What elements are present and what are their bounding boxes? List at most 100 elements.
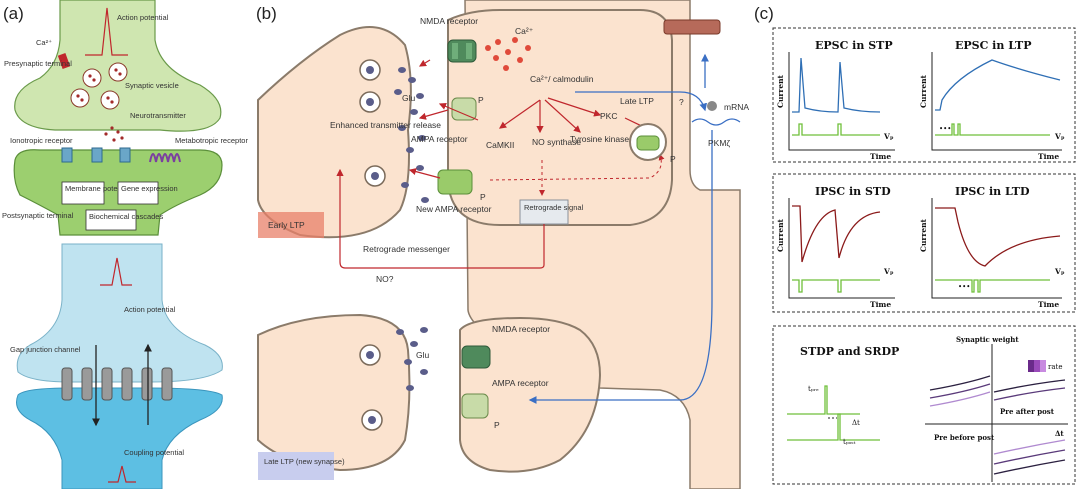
ltd-curve-3 xyxy=(993,459,1066,475)
delta-t-label-1: Δt xyxy=(852,419,860,427)
internalized-ampa xyxy=(636,135,660,151)
synaptic-weight-label: Synaptic weight xyxy=(956,335,1019,344)
metabotropic-receptor xyxy=(149,153,181,163)
retrograde-messenger-label: Retrograde messenger xyxy=(363,244,450,254)
epsc-stp-xlabel: Time xyxy=(870,152,891,161)
new-ampa-receptor-top xyxy=(437,169,473,195)
question-label: ? xyxy=(679,97,684,107)
epsc-stp-axes xyxy=(788,52,895,151)
ionotropic-receptor-label: Ionotropic receptor xyxy=(10,136,73,145)
nmda-receptor-top xyxy=(447,39,477,63)
action-potential-label-2: Action potential xyxy=(124,305,176,314)
retrograde-signal-box xyxy=(519,199,569,225)
late-ltp-new-box xyxy=(258,452,334,480)
rate-legend xyxy=(1028,360,1046,372)
spine-top xyxy=(447,9,673,226)
retrograde-messenger-arrow xyxy=(336,168,545,269)
ipsc-std-xlabel: Time xyxy=(870,300,891,309)
ipsc-std-trace xyxy=(792,205,881,263)
ca-label: Ca²⁺ xyxy=(36,38,52,47)
neurotransmitter-label: Neurotransmitter xyxy=(130,111,186,120)
gap-junction-channels xyxy=(61,367,173,401)
membrane-potential-label: Membrane potential xyxy=(65,184,132,193)
membrane-potential-box xyxy=(61,181,105,205)
mrna-strand xyxy=(691,118,741,126)
late-ltp-new-label: Late LTP (new synapse) xyxy=(264,457,345,466)
synaptic-vesicle-label: Synaptic vesicle xyxy=(125,81,179,90)
ampa-receptor-bottom xyxy=(461,393,489,419)
epsc-stp-vp: Vₚ xyxy=(883,132,894,141)
action-potential-spike-2 xyxy=(100,257,132,286)
camkii-label: CaMKII xyxy=(486,140,514,150)
ltp-curve-5 xyxy=(993,387,1066,401)
epsc-ltp-dots: ••• xyxy=(939,125,951,133)
ltp-curve-2 xyxy=(929,383,991,399)
postsynaptic-terminal-label: Postsynaptic terminal xyxy=(2,211,74,220)
late-ltp-label: Late LTP xyxy=(620,96,654,106)
ca-calmodulin-label: Ca²⁺/ calmodulin xyxy=(530,74,594,84)
ltd-curve-2 xyxy=(993,449,1066,465)
calcium-ions xyxy=(485,37,531,71)
arrow-to-pkc xyxy=(547,97,602,117)
ltp-curve-3 xyxy=(929,391,991,407)
ipsc-std-ylabel: Current xyxy=(776,218,785,252)
biochemical-cascades-box xyxy=(85,209,137,231)
ltp-curve-4 xyxy=(993,379,1066,393)
epsc-ltp-xlabel: Time xyxy=(1038,152,1059,161)
ipsc-ltd-trace xyxy=(935,207,1061,267)
nmda-receptor-bottom xyxy=(461,345,491,369)
epsc-stp-trace xyxy=(792,57,881,113)
tyrosine-kinase-label: Tyrosine kinase (Fyn) xyxy=(570,134,651,144)
action-potential-spike xyxy=(85,7,128,56)
coupling-potential-spike xyxy=(108,465,136,483)
ipsc-ltd-dots: ••• xyxy=(958,283,970,291)
ampa-receptor-label-2: AMPA receptor xyxy=(492,378,549,388)
panel-c-label: (c) xyxy=(754,4,774,23)
ca2-label: Ca²⁺ xyxy=(515,26,534,36)
arrow-to-new-synapse xyxy=(528,130,713,404)
glu-label-2: Glu xyxy=(416,350,430,360)
arrow-to-camkii xyxy=(499,99,541,129)
panel-c: (c) EPSC in STP EPSC in LTP Current Curr… xyxy=(754,4,1076,485)
ampa-receptor-top xyxy=(451,97,477,121)
ipsc-ltd-ylabel: Current xyxy=(919,218,928,252)
synaptic-vesicles xyxy=(70,62,128,110)
ampa-receptor-label: AMPA receptor xyxy=(411,134,468,144)
pkmz-label: PKMζ xyxy=(708,138,730,148)
epsc-ltp-vp: Vₚ xyxy=(1054,132,1065,141)
rate-label: rate xyxy=(1048,363,1062,371)
delta-t-label-2: Δt xyxy=(1055,429,1064,438)
gap-junction-postsynaptic-shape xyxy=(16,387,223,489)
presynaptic-terminal-label: Presynaptic terminal xyxy=(4,59,72,68)
late-ltp-arrow xyxy=(575,91,708,112)
coupling-potential-label: Coupling potential xyxy=(124,448,184,457)
ribosome-icon xyxy=(707,101,717,111)
retrograde-signal-label: Retrograde signal xyxy=(524,203,584,212)
presynaptic-bouton-top xyxy=(257,26,412,239)
epsc-stp-title: EPSC in STP xyxy=(815,39,893,52)
epsc-ltp-pulses xyxy=(935,123,1050,136)
no-q-label: NO? xyxy=(376,274,394,284)
early-ltp-label: Early LTP xyxy=(268,220,305,230)
epsc-stp-ylabel: Current xyxy=(776,74,785,108)
pre-spike-pulse xyxy=(787,385,860,415)
ipsc-ltd-pulses xyxy=(935,279,1050,293)
post-spike-pulse xyxy=(787,413,880,441)
presynaptic-bouton-bottom xyxy=(257,313,411,472)
ipsc-std-pulses xyxy=(792,279,880,293)
panel-b: (b) Glu Glu NMDA receptor xyxy=(256,0,749,489)
gap-junction-presynaptic-shape xyxy=(16,243,223,383)
glutamate-molecules xyxy=(394,67,429,391)
panel-b-label: (b) xyxy=(256,4,277,23)
ltp-curve-1 xyxy=(929,375,991,391)
epsc-stp-pulses xyxy=(792,123,880,136)
pre-after-post-label: Pre after post xyxy=(1000,407,1055,416)
t-post-label: tₚₒₛₜ xyxy=(843,438,856,446)
epsc-ltp-axes xyxy=(931,52,1062,151)
p-label-2: P xyxy=(480,192,486,202)
arrow-to-ampa xyxy=(438,103,479,121)
epsc-ltp-ylabel: Current xyxy=(919,74,928,108)
ipsc-ltd-axes xyxy=(931,198,1062,299)
gene-expression-label: Gene expression xyxy=(121,184,178,193)
